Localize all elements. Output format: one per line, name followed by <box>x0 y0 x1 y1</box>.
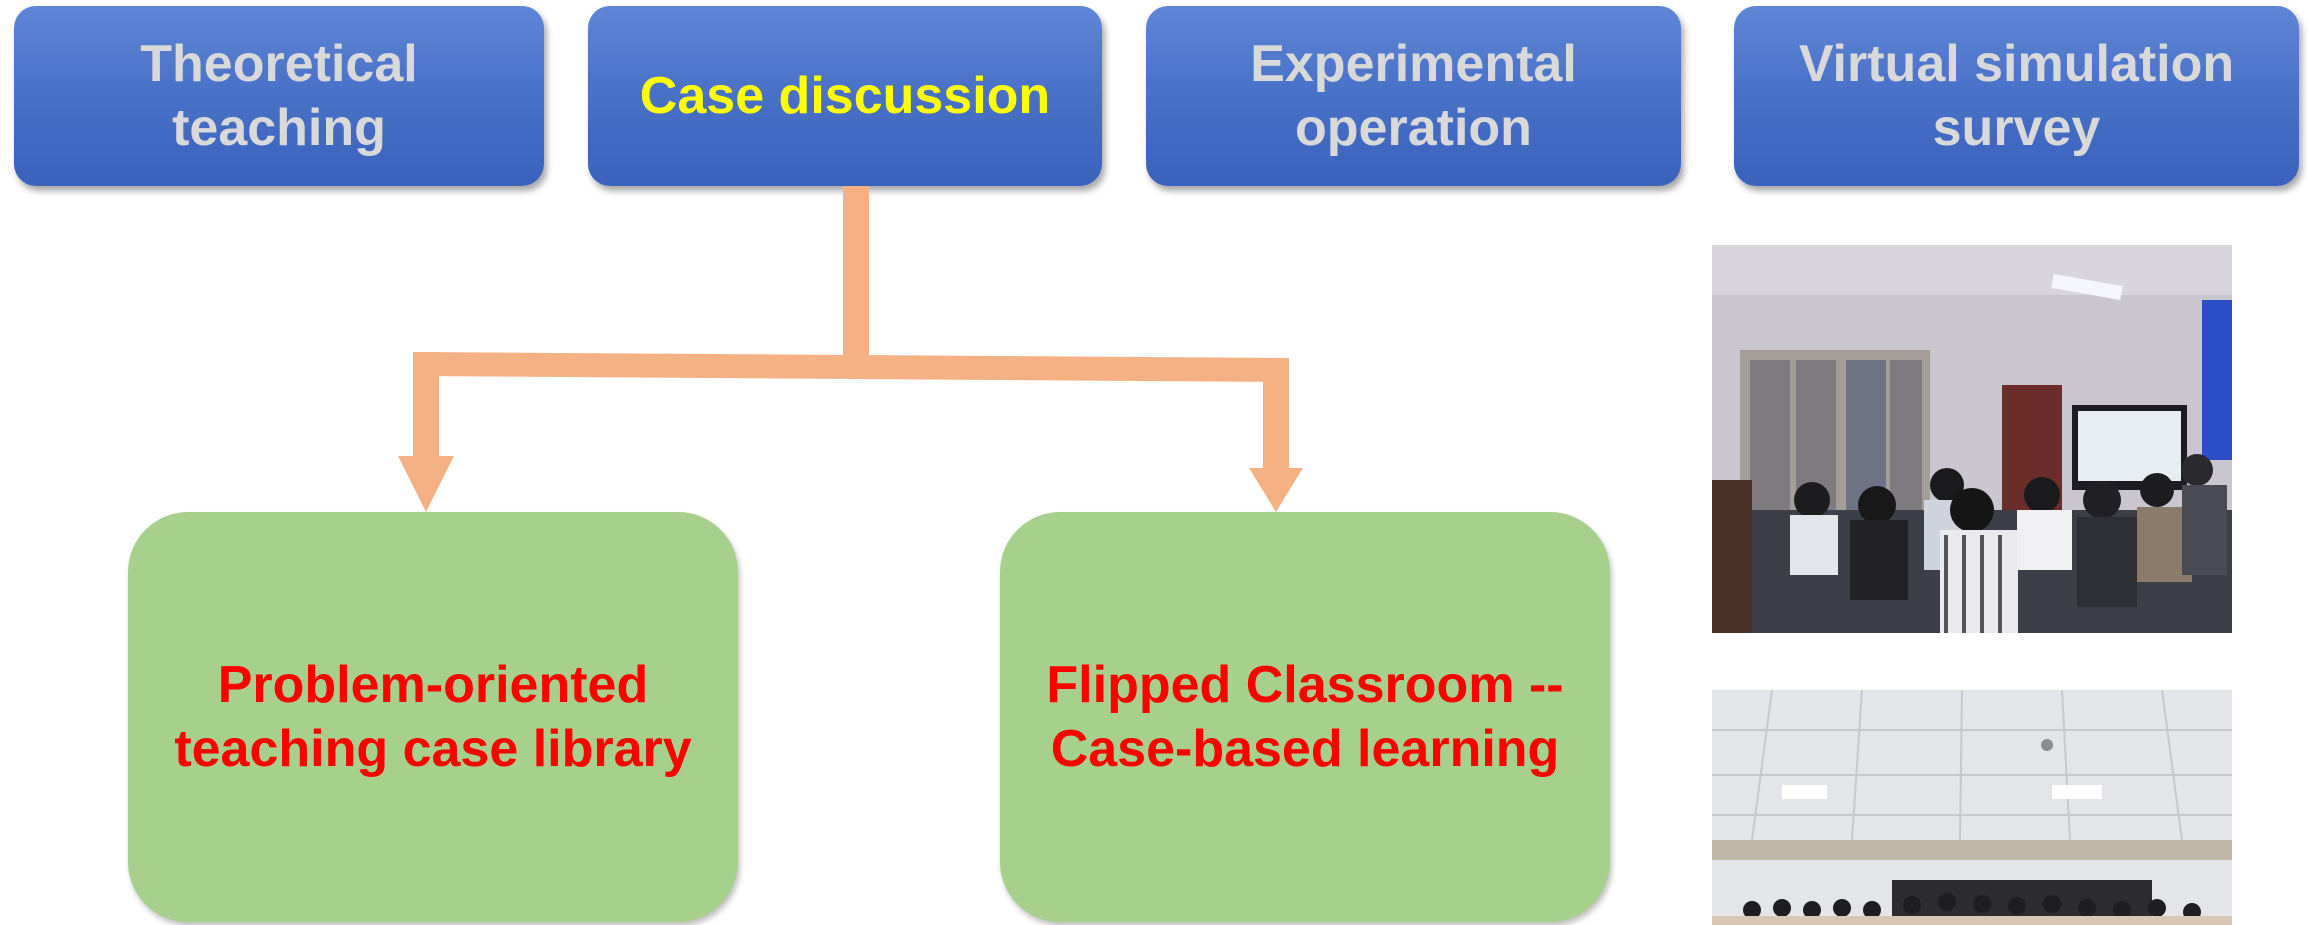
case-discussion-box: Case discussion <box>588 6 1102 186</box>
virtual-simulation-survey-box: Virtual simulation survey <box>1734 6 2299 186</box>
problem-oriented-case-library-box: Problem-oriented teaching case library <box>128 512 738 922</box>
connector-left-drop <box>413 352 439 456</box>
experimental-operation-box: Experimental operation <box>1146 6 1681 186</box>
connector-crossbar <box>413 352 1289 382</box>
connector-stem <box>843 186 869 358</box>
theoretical-teaching-box: Theoretical teaching <box>14 6 544 186</box>
group-photo <box>1712 690 2232 925</box>
left-arrowhead <box>398 456 454 512</box>
flipped-classroom-box: Flipped Classroom -- Case-based learning <box>1000 512 1610 922</box>
classroom-discussion-photo <box>1712 245 2232 633</box>
right-arrowhead <box>1249 468 1303 512</box>
connector-right-drop <box>1263 358 1289 468</box>
